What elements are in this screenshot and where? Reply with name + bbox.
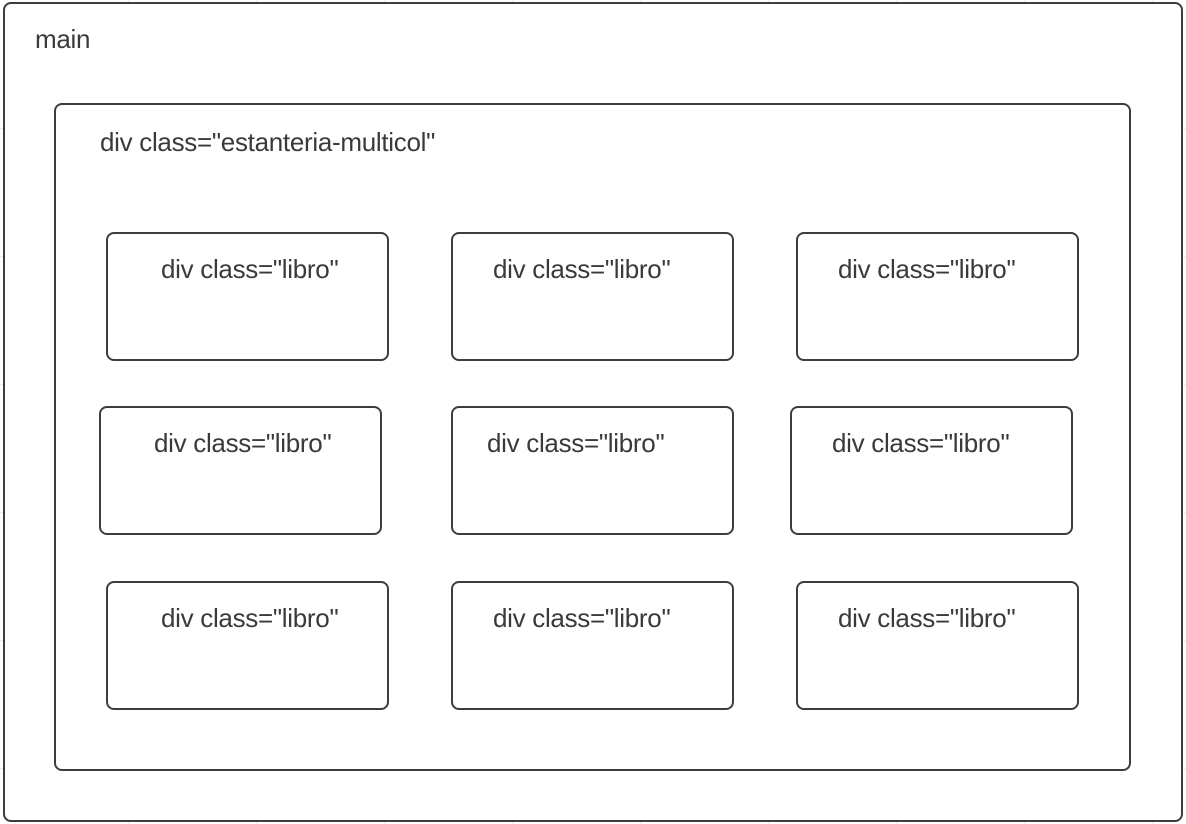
libro-label: div class="libro" [838, 603, 1016, 633]
libro-box: div class="libro" [796, 232, 1079, 361]
libro-label: div class="libro" [161, 603, 339, 633]
main-label: main [35, 24, 91, 54]
libro-box: div class="libro" [451, 232, 734, 361]
libro-box: div class="libro" [106, 232, 389, 361]
libro-box: div class="libro" [106, 581, 389, 710]
libro-label: div class="libro" [161, 254, 339, 284]
libro-label: div class="libro" [487, 428, 665, 458]
libro-box: div class="libro" [796, 581, 1079, 710]
libro-label: div class="libro" [838, 254, 1016, 284]
libro-label: div class="libro" [154, 428, 332, 458]
libro-box: div class="libro" [451, 581, 734, 710]
libro-box: div class="libro" [99, 406, 382, 535]
libro-box: div class="libro" [451, 406, 734, 535]
libro-label: div class="libro" [493, 603, 671, 633]
estanteria-multicol-label: div class="estanteria-multicol" [100, 127, 436, 157]
libro-label: div class="libro" [832, 428, 1010, 458]
libro-label: div class="libro" [493, 254, 671, 284]
libro-box: div class="libro" [790, 406, 1073, 535]
